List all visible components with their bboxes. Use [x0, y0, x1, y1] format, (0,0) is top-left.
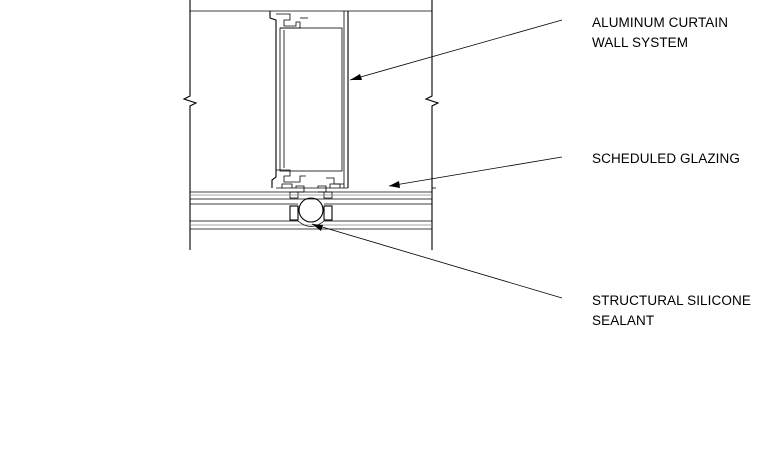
sealant-joint [289, 197, 333, 227]
leader-lines [311, 19, 563, 299]
backer-rod [298, 197, 324, 223]
wall-boundaries [182, 0, 440, 250]
callout-sealant-line2: SEALANT [592, 313, 654, 328]
callout-aluminum-curtain-wall: ALUMINUM CURTAIN WALL SYSTEM [592, 15, 728, 50]
mullion-profile [269, 11, 349, 188]
callout-sealant-line1: STRUCTURAL SILICONE [592, 293, 751, 308]
callout-aluminum-line2: WALL SYSTEM [592, 35, 688, 50]
callout-structural-silicone: STRUCTURAL SILICONE SEALANT [592, 293, 751, 328]
callout-glazing-line1: SCHEDULED GLAZING [592, 151, 740, 166]
gasket-assembly [276, 183, 348, 199]
glazing-units [190, 187, 436, 230]
callout-aluminum-line1: ALUMINUM CURTAIN [592, 15, 728, 30]
callout-scheduled-glazing: SCHEDULED GLAZING [592, 151, 740, 166]
